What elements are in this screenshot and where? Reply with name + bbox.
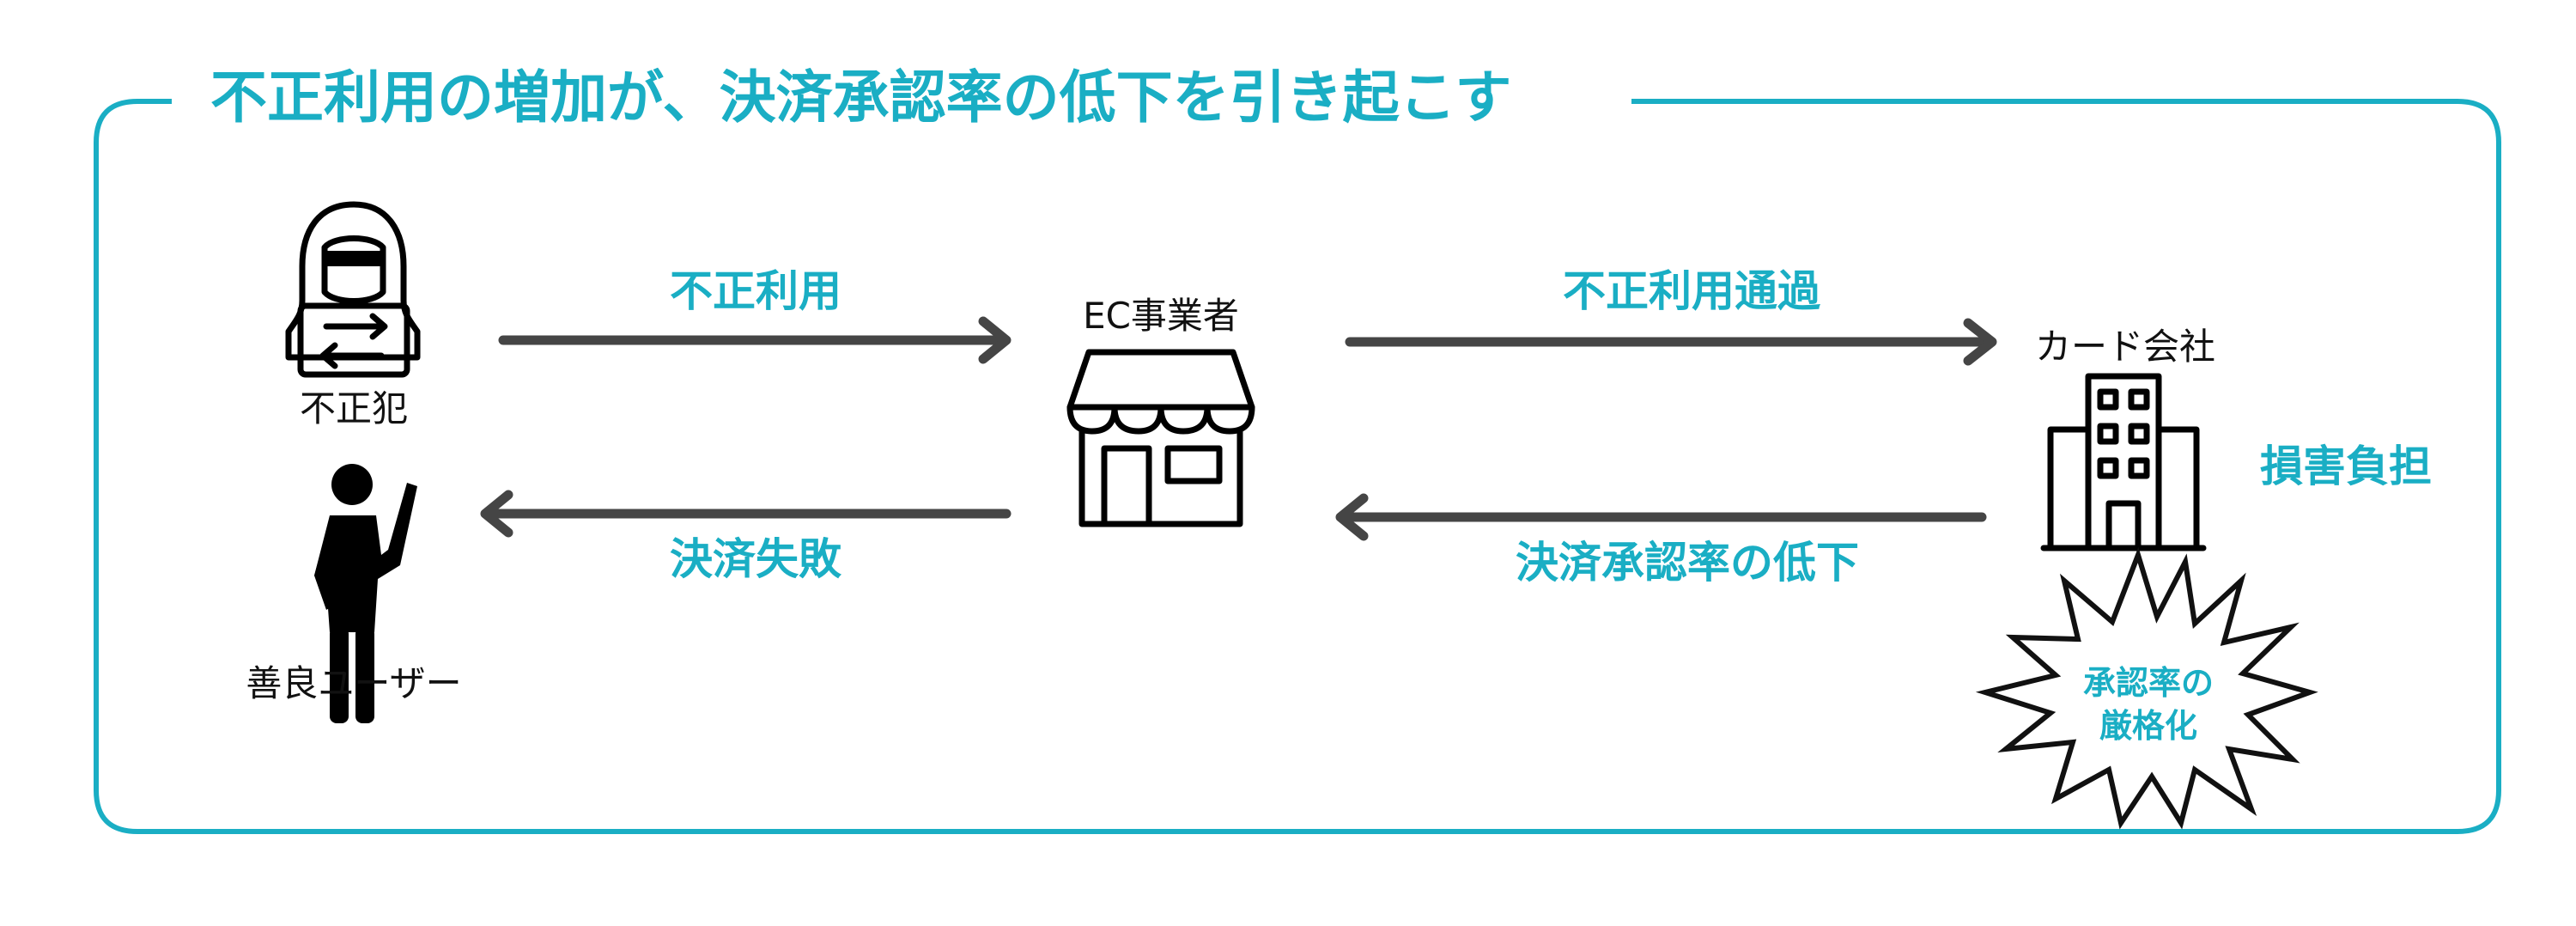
person-icon — [314, 464, 417, 723]
ec-merchant-label: EC事業者 — [1083, 295, 1239, 337]
flow-label-fraud-use: 不正利用 — [670, 266, 841, 316]
damage-label: 損害負担 — [2260, 442, 2432, 491]
flow-label-fraud-pass: 不正利用通過 — [1563, 266, 1821, 316]
arrow-fraud-pass — [1345, 318, 1997, 366]
fraudster-label: 不正犯 — [300, 387, 408, 429]
hacker-icon — [285, 201, 421, 378]
arrow-fraud-use — [498, 316, 1012, 364]
arrow-payment-failure — [480, 490, 1012, 538]
card-company-label: カード会社 — [2035, 326, 2215, 368]
legit-user-label: 善良ユーザー — [246, 662, 461, 704]
burst-shape — [1975, 546, 2318, 830]
frame-border — [94, 99, 2501, 834]
arrow-approval-drop — [1335, 493, 1987, 541]
flow-label-payment-failure: 決済失敗 — [670, 534, 842, 584]
burst-label-line2: 厳格化 — [2099, 707, 2197, 745]
office-building-icon — [2040, 373, 2207, 551]
burst-label-line1: 承認率の — [2083, 664, 2214, 702]
flow-label-approval-drop: 決済承認率の低下 — [1516, 538, 1859, 588]
page-title: 不正利用の増加が、決済承認率の低下を引き起こす — [210, 64, 1511, 131]
storefront-icon — [1066, 349, 1255, 527]
